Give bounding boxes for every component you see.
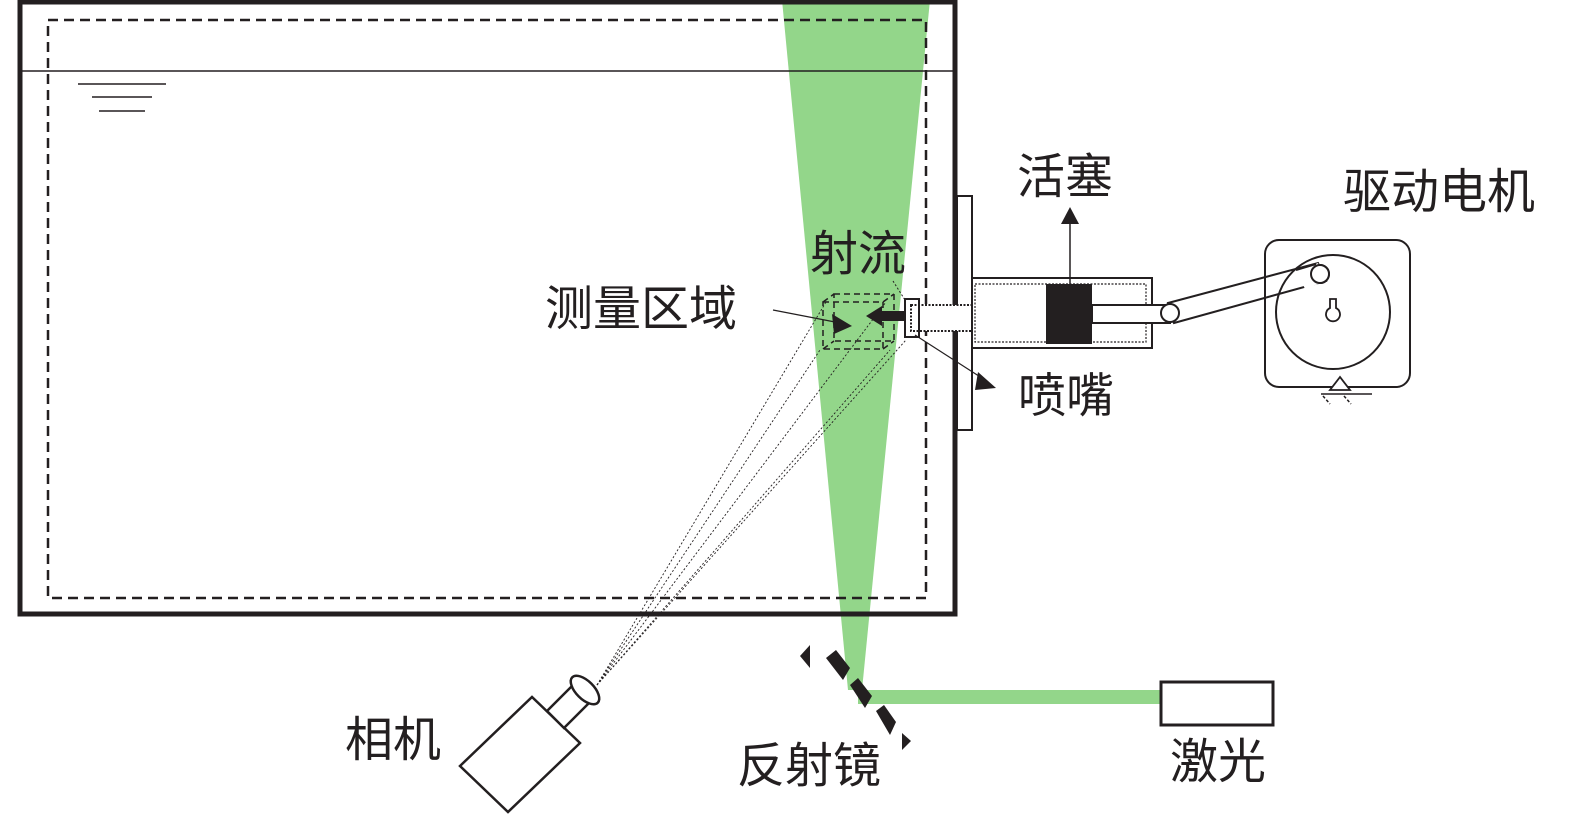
tank-inner-boundary [46, 18, 928, 600]
laser-beam [858, 690, 1163, 704]
piston-rod [1091, 304, 1171, 324]
label-mirror: 反射镜 [737, 738, 881, 794]
nozzle [904, 298, 920, 338]
camera-view-lines [596, 301, 907, 686]
label-nozzle: 喷嘴 [1018, 368, 1114, 424]
water-level-icon [78, 83, 166, 112]
label-laser: 激光 [1170, 734, 1266, 790]
drive-motor [1264, 239, 1411, 405]
nozzle-leader [914, 334, 986, 381]
label-piston: 活塞 [1017, 149, 1113, 205]
measurement-arrowhead [832, 314, 852, 334]
measurement-leader [772, 309, 836, 323]
nozzle-tube [910, 304, 978, 332]
piston-arrowhead [1061, 207, 1079, 224]
label-camera: 相机 [345, 712, 441, 768]
camera-icon [458, 674, 601, 814]
laser-icon [1159, 680, 1275, 727]
nozzle-arrowhead [975, 372, 996, 390]
laser-sheet [782, 0, 930, 690]
jet-arrow [866, 306, 904, 326]
label-drive-motor: 驱动电机 [1343, 164, 1535, 220]
label-jet: 射流 [810, 226, 906, 282]
piston [1046, 284, 1092, 344]
mirror-icon [800, 645, 911, 750]
label-measurement-region: 测量区域 [545, 281, 737, 337]
